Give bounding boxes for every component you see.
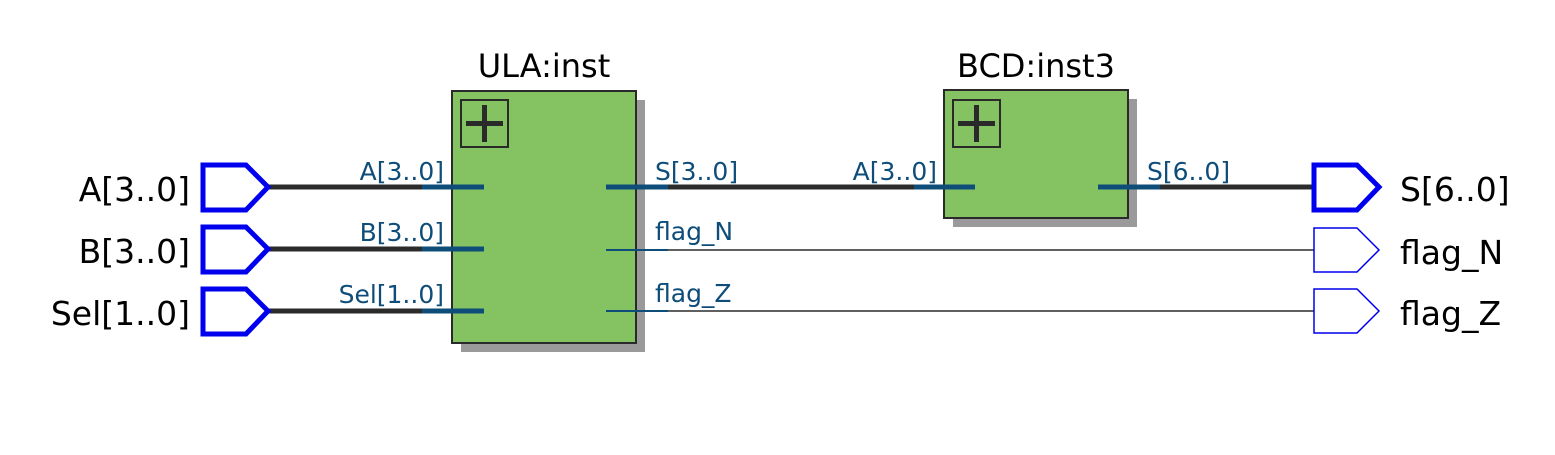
ula-in-pin-label-b: B[3..0] [360, 218, 444, 247]
bcd-instance-title: BCD:inst3 [957, 47, 1115, 85]
input-port-label-sel: Sel[1..0] [51, 294, 190, 333]
ula-out-pin-label-flag-z: flag_Z [655, 279, 732, 308]
ula-in-pin-label-sel: Sel[1..0] [339, 280, 444, 309]
bcd-block-body[interactable] [943, 89, 1129, 219]
ula-out-pin-label-flag-n: flag_N [655, 217, 733, 246]
input-port-icon[interactable] [200, 224, 272, 275]
output-port-s[interactable] [1311, 162, 1383, 213]
input-port-label-b: B[3..0] [79, 232, 190, 271]
output-port-label-s: S[6..0] [1400, 170, 1510, 209]
bcd-block[interactable] [943, 89, 1137, 227]
plus-box-icon[interactable] [460, 99, 509, 148]
input-port-a[interactable] [200, 162, 272, 213]
ula-instance-title: ULA:inst [478, 47, 610, 85]
output-port-label-flag-z: flag_Z [1400, 294, 1501, 333]
input-port-b[interactable] [200, 224, 272, 275]
input-port-icon[interactable] [200, 162, 272, 213]
output-port-flag-n[interactable] [1313, 227, 1381, 273]
input-port-sel[interactable] [200, 286, 272, 337]
bcd-in-pin-label-a: A[3..0] [853, 157, 937, 186]
input-port-icon[interactable] [200, 286, 272, 337]
output-port-icon[interactable] [1313, 288, 1381, 334]
ula-out-pin-label-s: S[3..0] [655, 157, 738, 186]
input-port-label-a: A[3..0] [79, 170, 190, 209]
bcd-out-pin-label-s: S[6..0] [1147, 157, 1230, 186]
plus-box-icon[interactable] [952, 99, 1001, 148]
ula-block-body[interactable] [451, 90, 637, 344]
output-port-icon[interactable] [1313, 227, 1381, 273]
ula-in-pin-label-a: A[3..0] [360, 157, 444, 186]
output-port-flag-z[interactable] [1313, 288, 1381, 334]
output-port-label-flag-n: flag_N [1400, 233, 1503, 272]
output-port-icon[interactable] [1311, 162, 1383, 213]
pin-stubs [422, 184, 1160, 314]
